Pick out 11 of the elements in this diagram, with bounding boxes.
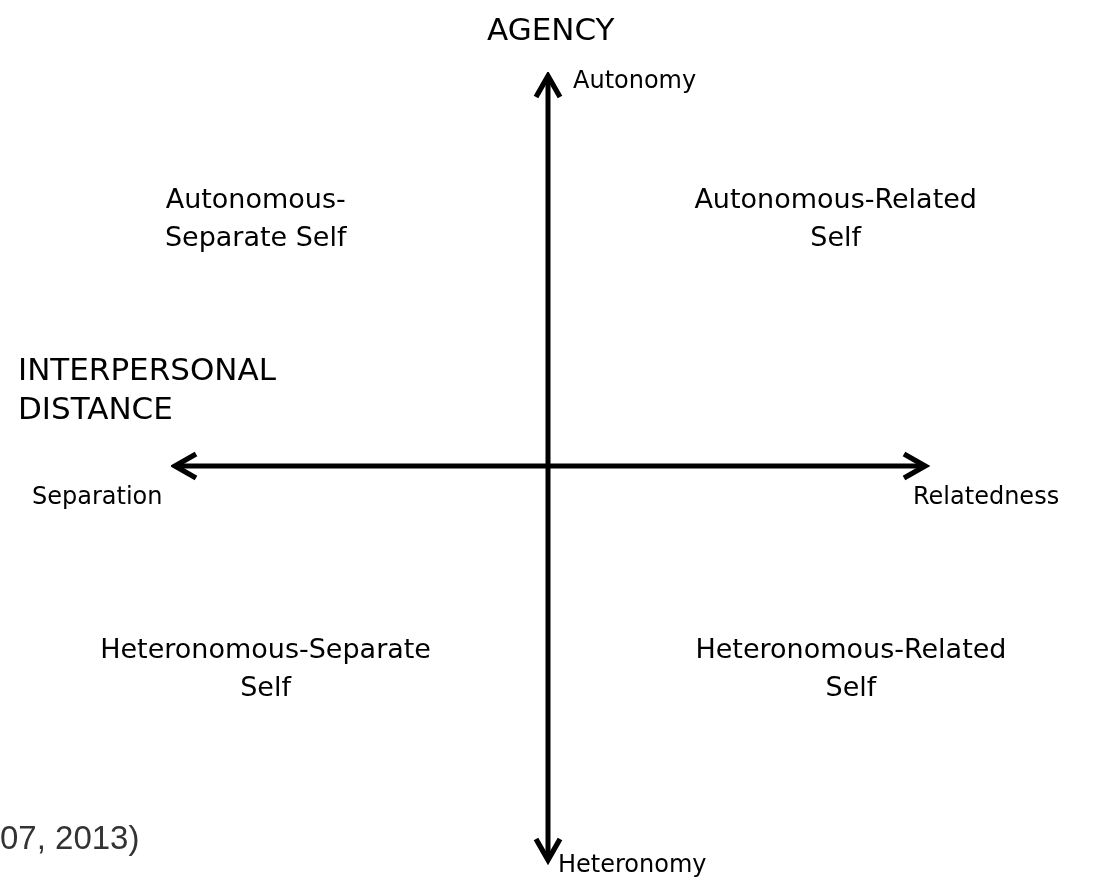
quadrant-label: Heteronomous-Separate Self bbox=[99, 632, 432, 704]
quadrant-label: Heteronomous-Related Self bbox=[694, 632, 1008, 704]
axis-end-label: Relatedness bbox=[913, 481, 1061, 512]
axis-title: AGENCY bbox=[486, 10, 616, 49]
axis-end-label: Autonomy bbox=[573, 65, 698, 96]
citation-text: 07, 2013) bbox=[0, 818, 141, 858]
quadrant-label: Autonomous-Related Self bbox=[693, 182, 978, 254]
quadrant-label: Autonomous-Separate Self bbox=[164, 182, 348, 254]
axis-end-label: Separation bbox=[32, 481, 164, 512]
axis-end-label: Heteronomy bbox=[558, 849, 708, 880]
axis-title: INTERPERSONAL DISTANCE bbox=[18, 350, 277, 428]
